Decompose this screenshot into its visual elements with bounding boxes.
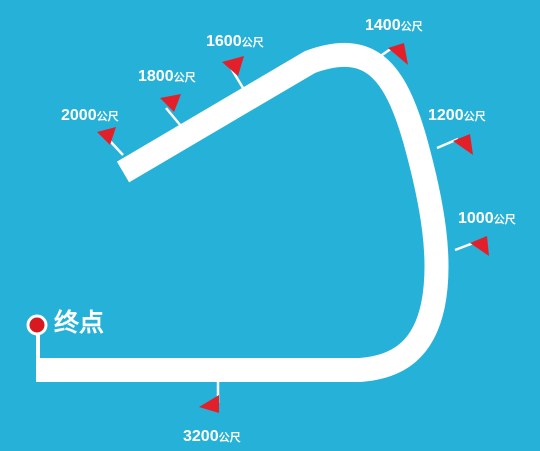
marker-label: 1800公尺 xyxy=(138,68,196,85)
finish-dot xyxy=(26,314,48,336)
marker-flag xyxy=(453,134,473,155)
finish-label: 终点 xyxy=(54,308,104,337)
marker-flag xyxy=(470,236,489,256)
marker-flag xyxy=(97,127,116,145)
marker-1200: 1200公尺 xyxy=(428,107,486,155)
marker-flag xyxy=(160,94,181,112)
marker-label: 1200公尺 xyxy=(428,107,486,124)
marker-flag xyxy=(388,43,408,65)
track xyxy=(36,42,449,382)
marker-label: 2000公尺 xyxy=(61,107,119,124)
marker-1000: 1000公尺 xyxy=(454,210,516,256)
marker-1400: 1400公尺 xyxy=(365,17,423,65)
marker-label: 1400公尺 xyxy=(365,17,423,34)
marker-label: 3200公尺 xyxy=(183,428,241,445)
marker-3200: 3200公尺 xyxy=(183,382,241,445)
marker-post xyxy=(371,46,393,64)
marker-2000: 2000公尺 xyxy=(61,107,124,156)
marker-flag xyxy=(199,395,219,413)
marker-label: 1000公尺 xyxy=(458,210,516,227)
marker-flag xyxy=(222,56,244,76)
marker-1600: 1600公尺 xyxy=(206,33,264,89)
marker-post xyxy=(109,140,124,156)
marker-1800: 1800公尺 xyxy=(138,68,196,127)
marker-post xyxy=(165,107,182,127)
marker-label: 1600公尺 xyxy=(206,33,264,50)
